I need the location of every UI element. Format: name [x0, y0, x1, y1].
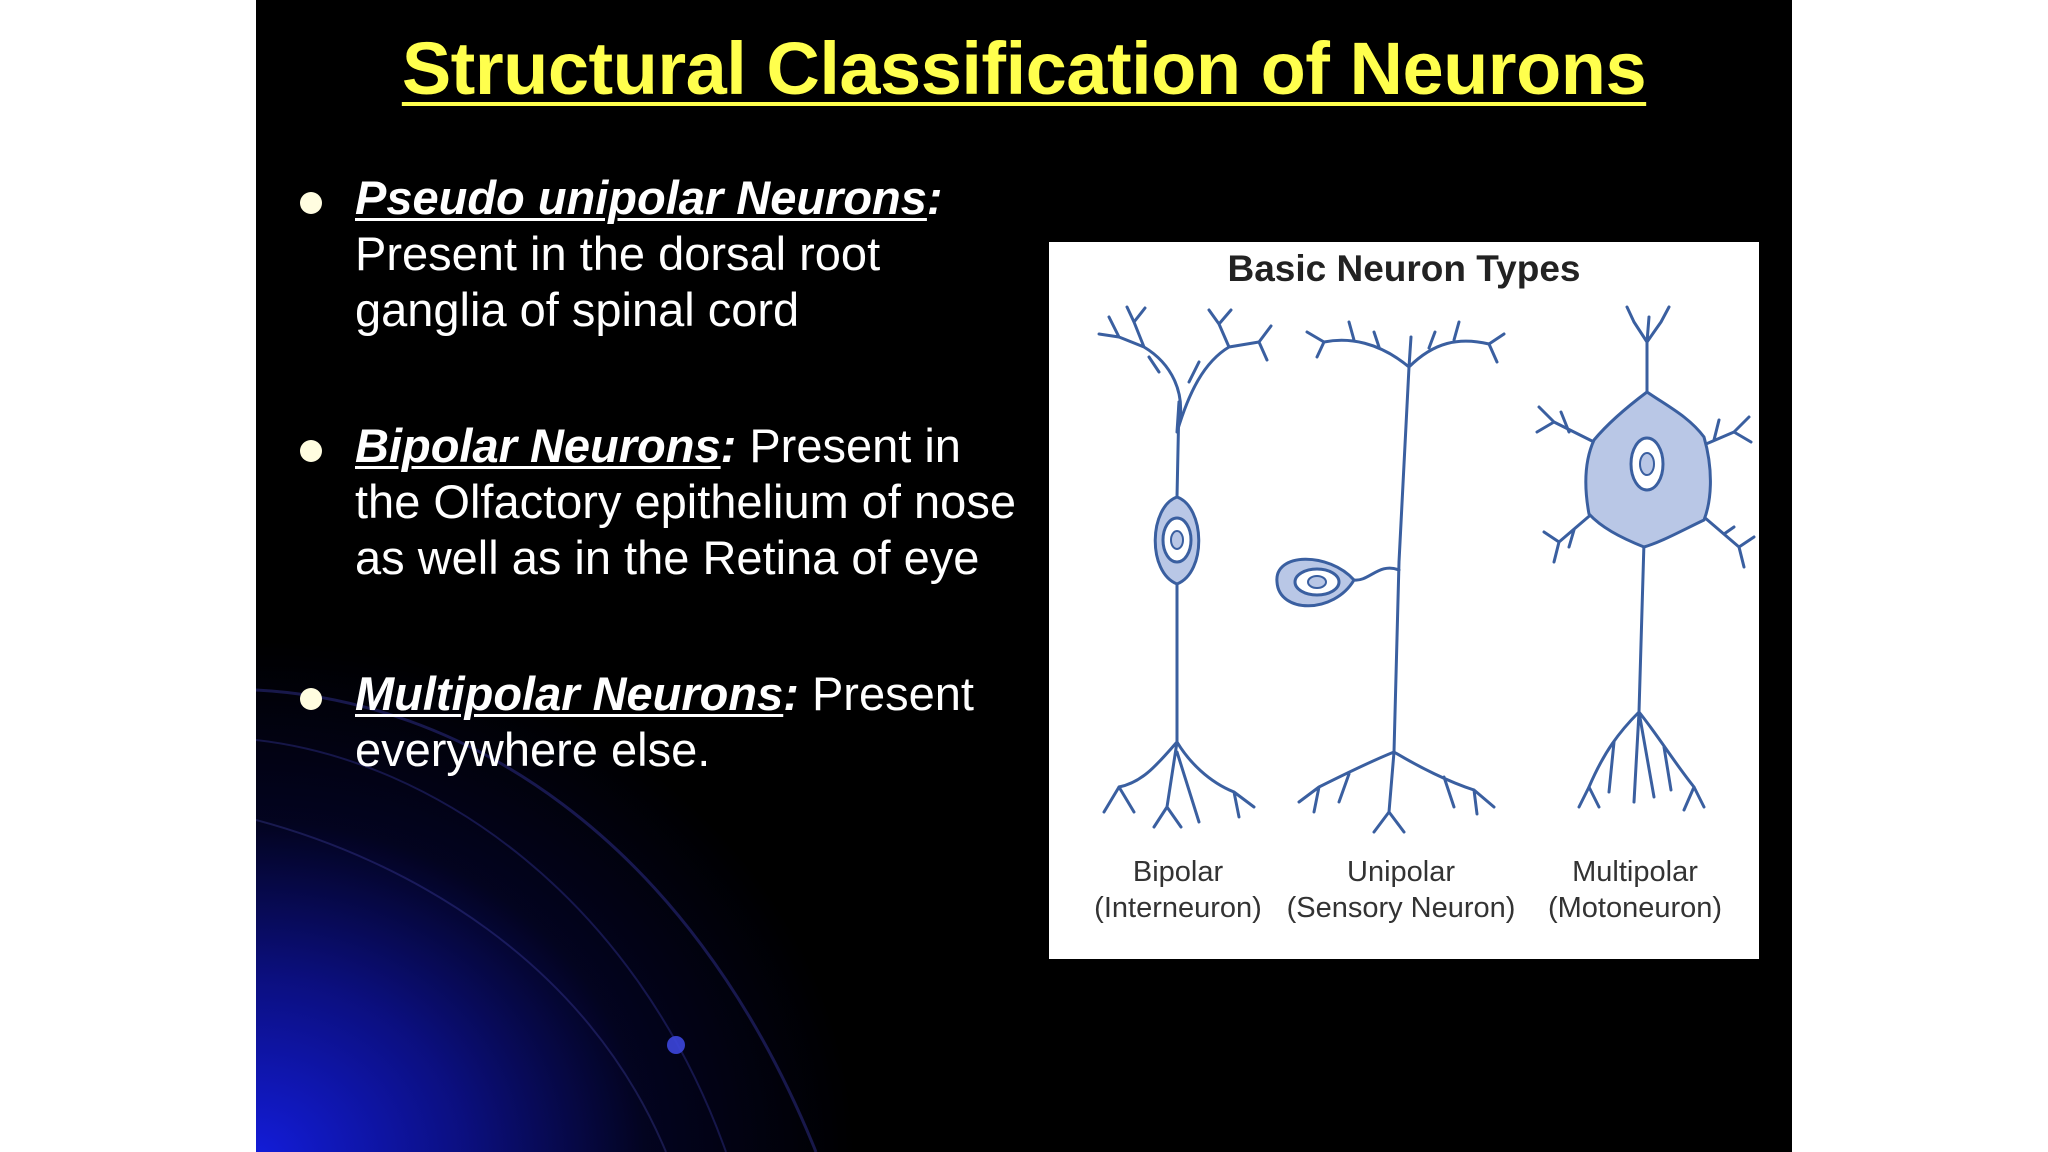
caption-role: (Interneuron) — [1053, 890, 1303, 926]
bullet-item-pseudo-unipolar: Pseudo unipolar Neurons: Present in the … — [296, 170, 1036, 338]
slide-title: Structural Classification of Neurons — [256, 26, 1792, 111]
caption-unipolar: Unipolar (Sensory Neuron) — [1276, 854, 1526, 926]
slide: Structural Classification of Neurons Pse… — [256, 0, 1792, 1152]
caption-name: Bipolar — [1053, 854, 1303, 890]
bullet-term: Pseudo unipolar Neurons — [355, 171, 927, 224]
bullet-term: Bipolar Neurons — [355, 419, 721, 472]
bullet-item-multipolar: Multipolar Neurons: Present everywhere e… — [296, 666, 1036, 778]
bullet-colon: : — [927, 171, 943, 224]
caption-multipolar: Multipolar (Motoneuron) — [1510, 854, 1760, 926]
unipolar-neuron-icon — [1277, 322, 1504, 832]
bullet-icon — [300, 192, 322, 214]
bullet-term: Multipolar Neurons — [355, 667, 783, 720]
bullet-colon: : — [721, 419, 737, 472]
bullet-list: Pseudo unipolar Neurons: Present in the … — [296, 170, 1036, 778]
bullet-item-bipolar: Bipolar Neurons: Present in the Olfactor… — [296, 418, 1036, 586]
caption-name: Unipolar — [1276, 854, 1526, 890]
bullet-icon — [300, 440, 322, 462]
caption-role: (Motoneuron) — [1510, 890, 1760, 926]
caption-name: Multipolar — [1510, 854, 1760, 890]
caption-bipolar: Bipolar (Interneuron) — [1053, 854, 1303, 926]
bullet-text: Present in the dorsal root ganglia of sp… — [355, 227, 880, 336]
caption-role: (Sensory Neuron) — [1276, 890, 1526, 926]
bullet-colon: : — [783, 667, 799, 720]
bipolar-neuron-icon — [1099, 307, 1271, 827]
neuron-types-figure: Basic Neuron Types — [1049, 242, 1759, 959]
multipolar-neuron-icon — [1537, 307, 1754, 810]
bullet-icon — [300, 688, 322, 710]
neuron-illustrations — [1049, 242, 1759, 959]
